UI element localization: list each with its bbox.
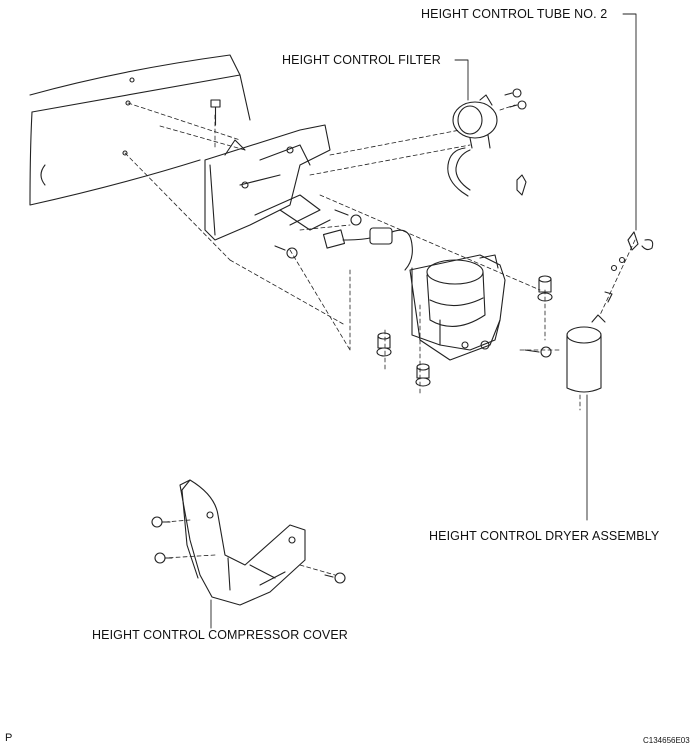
page-mark: P	[5, 732, 13, 744]
wire-connector	[322, 227, 413, 271]
compressor-cover	[179, 479, 306, 606]
cover-bolts	[151, 516, 346, 584]
height-control-filter	[447, 94, 498, 197]
label-tube-no2: HEIGHT CONTROL TUBE NO. 2	[421, 7, 608, 21]
grommet-left	[376, 332, 392, 357]
bolt-top	[210, 99, 221, 126]
leader-lines	[210, 13, 637, 629]
bolt-lower	[274, 245, 298, 259]
filter-bolts	[504, 88, 527, 110]
grommet-right	[537, 275, 553, 302]
alignment-lines	[124, 102, 636, 576]
label-filter: HEIGHT CONTROL FILTER	[282, 53, 441, 67]
dryer-bolt	[524, 346, 552, 358]
tube-clip	[516, 174, 527, 196]
height-control-dryer	[566, 314, 606, 393]
frame-rail	[29, 54, 251, 206]
bolt-middle	[334, 209, 362, 226]
figure-code: C134656E03	[643, 736, 690, 745]
label-dryer-assembly: HEIGHT CONTROL DRYER ASSEMBLY	[429, 529, 660, 543]
grommet-center	[415, 363, 431, 387]
tube-fittings	[604, 231, 654, 303]
mounting-bracket	[204, 124, 331, 241]
compressor-assembly	[409, 254, 506, 361]
label-compressor-cover: HEIGHT CONTROL COMPRESSOR COVER	[92, 628, 348, 642]
